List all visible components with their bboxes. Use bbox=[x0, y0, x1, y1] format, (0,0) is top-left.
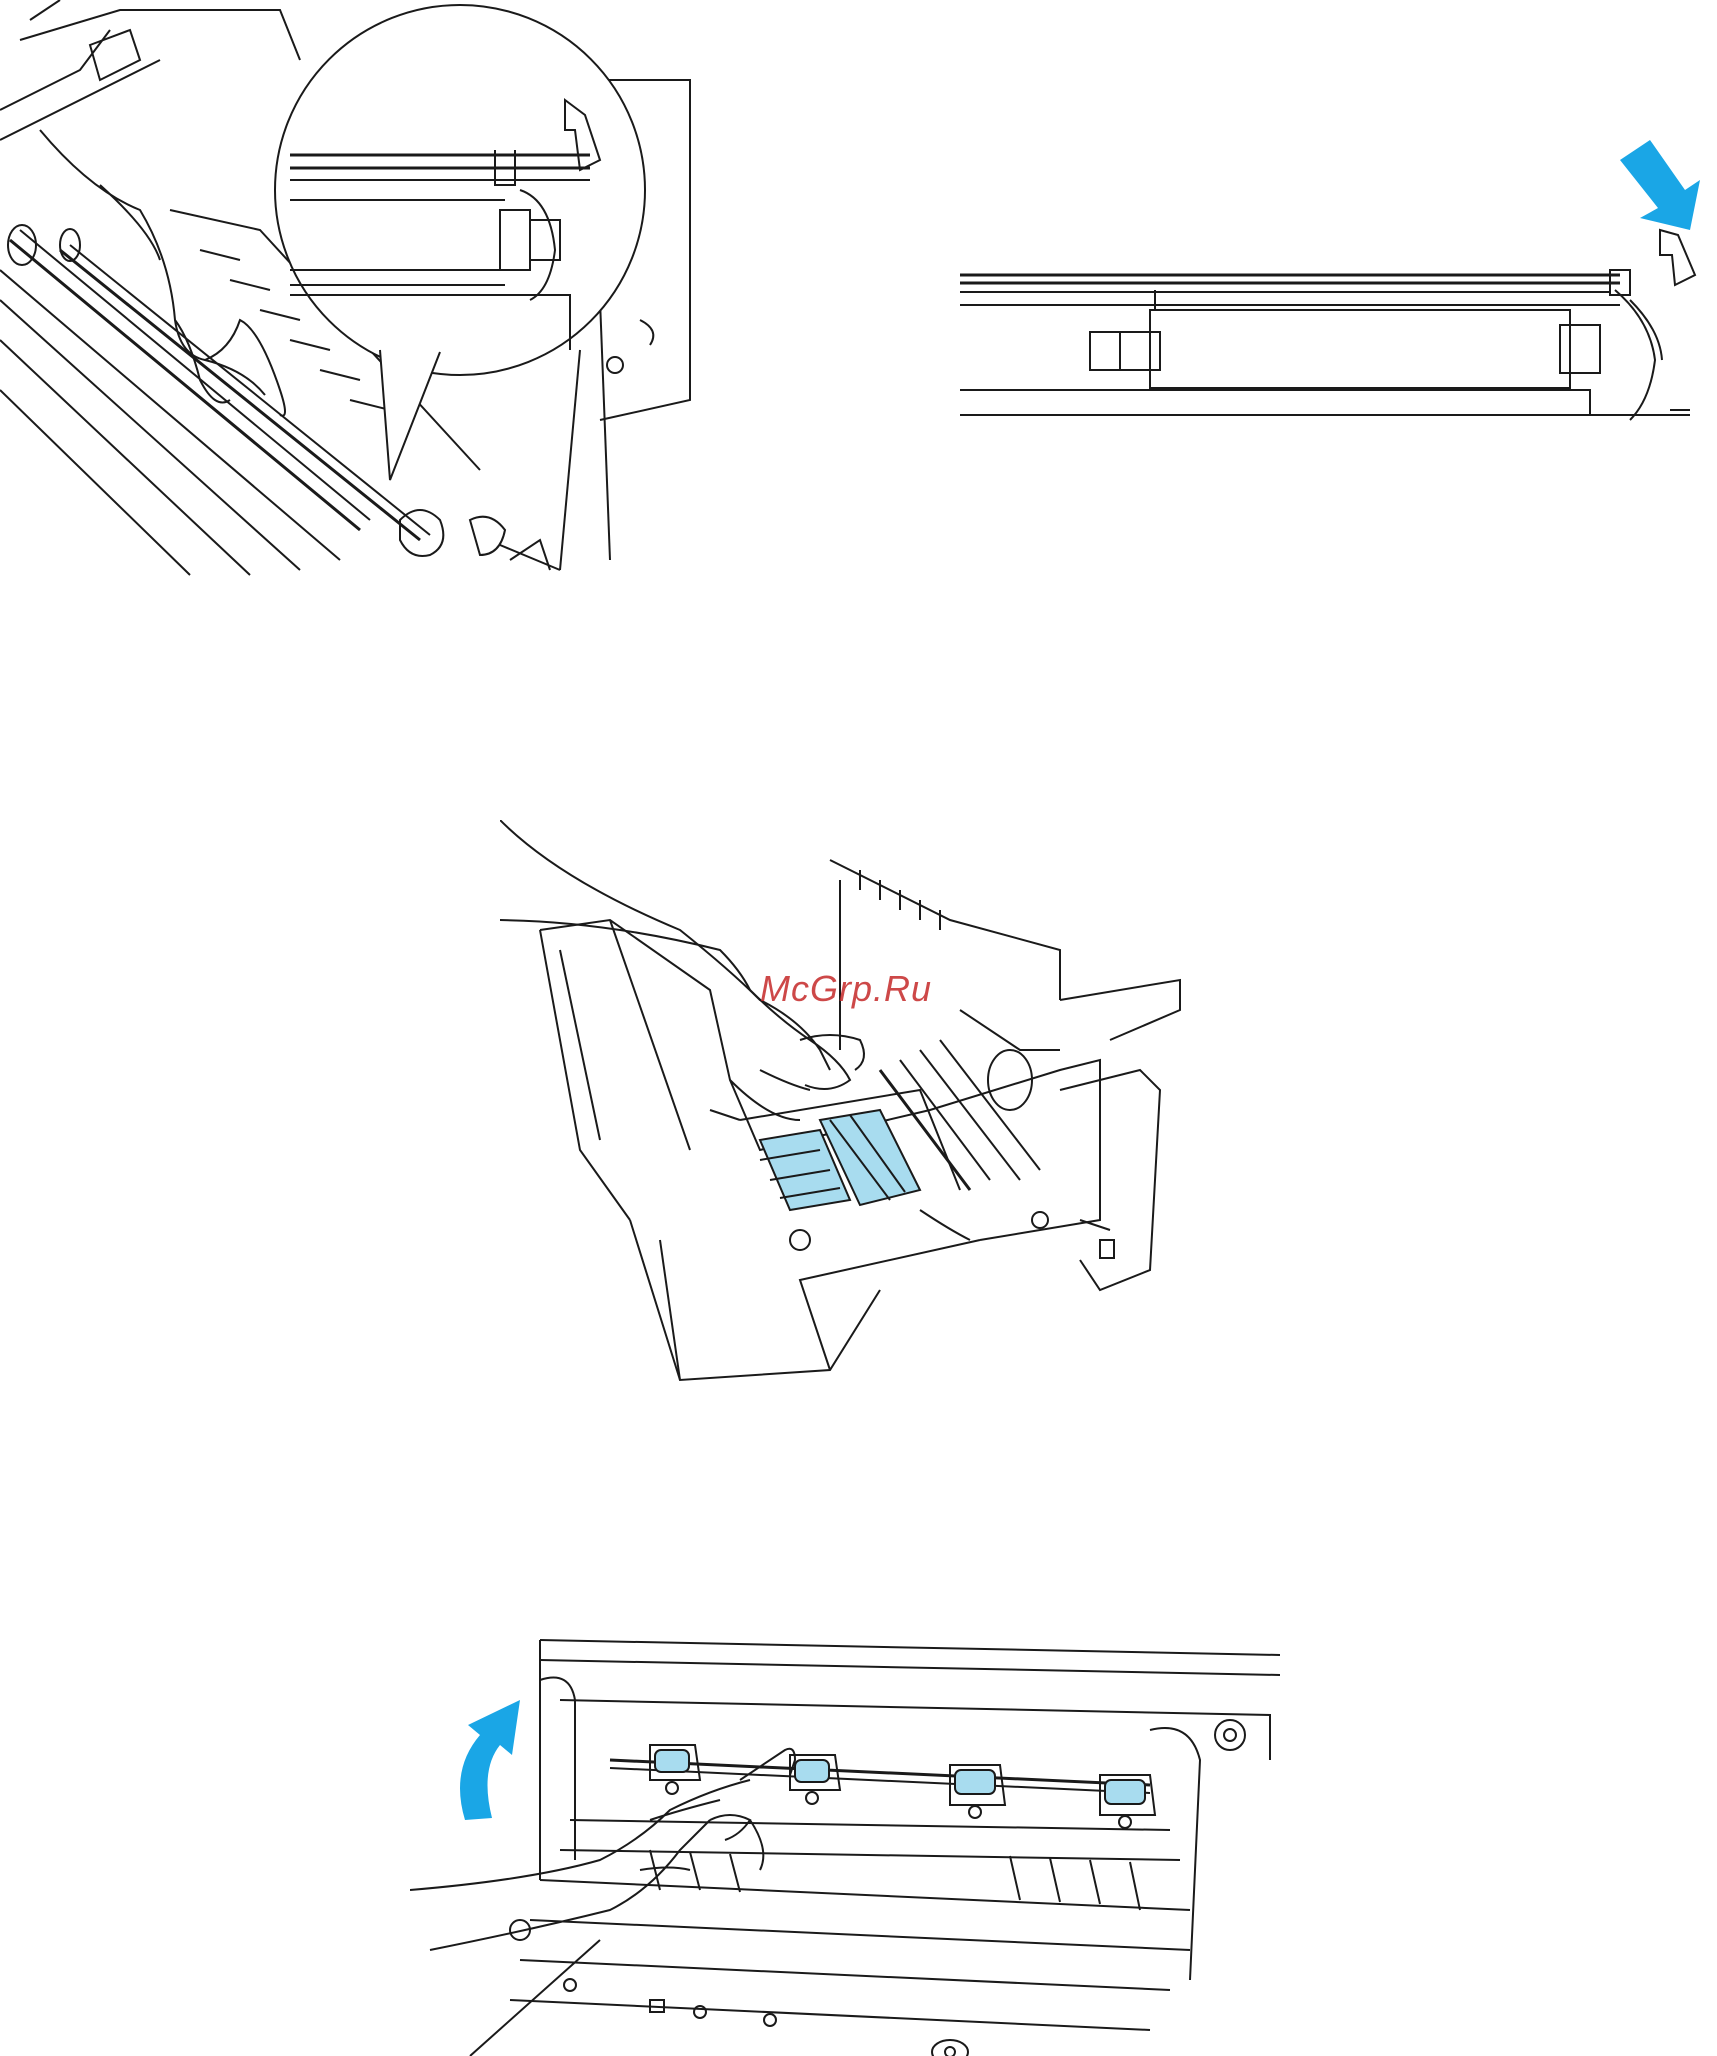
figure-roller-press bbox=[0, 0, 700, 580]
roller-shaft-detail-illustration bbox=[950, 120, 1717, 440]
arrow-curved-up-icon bbox=[460, 1700, 520, 1820]
watermark-text: McGrp.Ru bbox=[760, 968, 932, 1010]
hand-pressing-roller-illustration bbox=[0, 0, 700, 580]
hand-lifting-rollers-illustration bbox=[410, 1620, 1280, 2056]
figure-roller-shaft bbox=[950, 120, 1717, 440]
hand-cleaning-scanner-strip-illustration bbox=[500, 820, 1200, 1400]
figure-scanner-cleaning: McGrp.Ru bbox=[500, 820, 1200, 1400]
figure-roller-lift bbox=[410, 1620, 1280, 2056]
arrow-down-right-icon bbox=[1620, 140, 1700, 230]
